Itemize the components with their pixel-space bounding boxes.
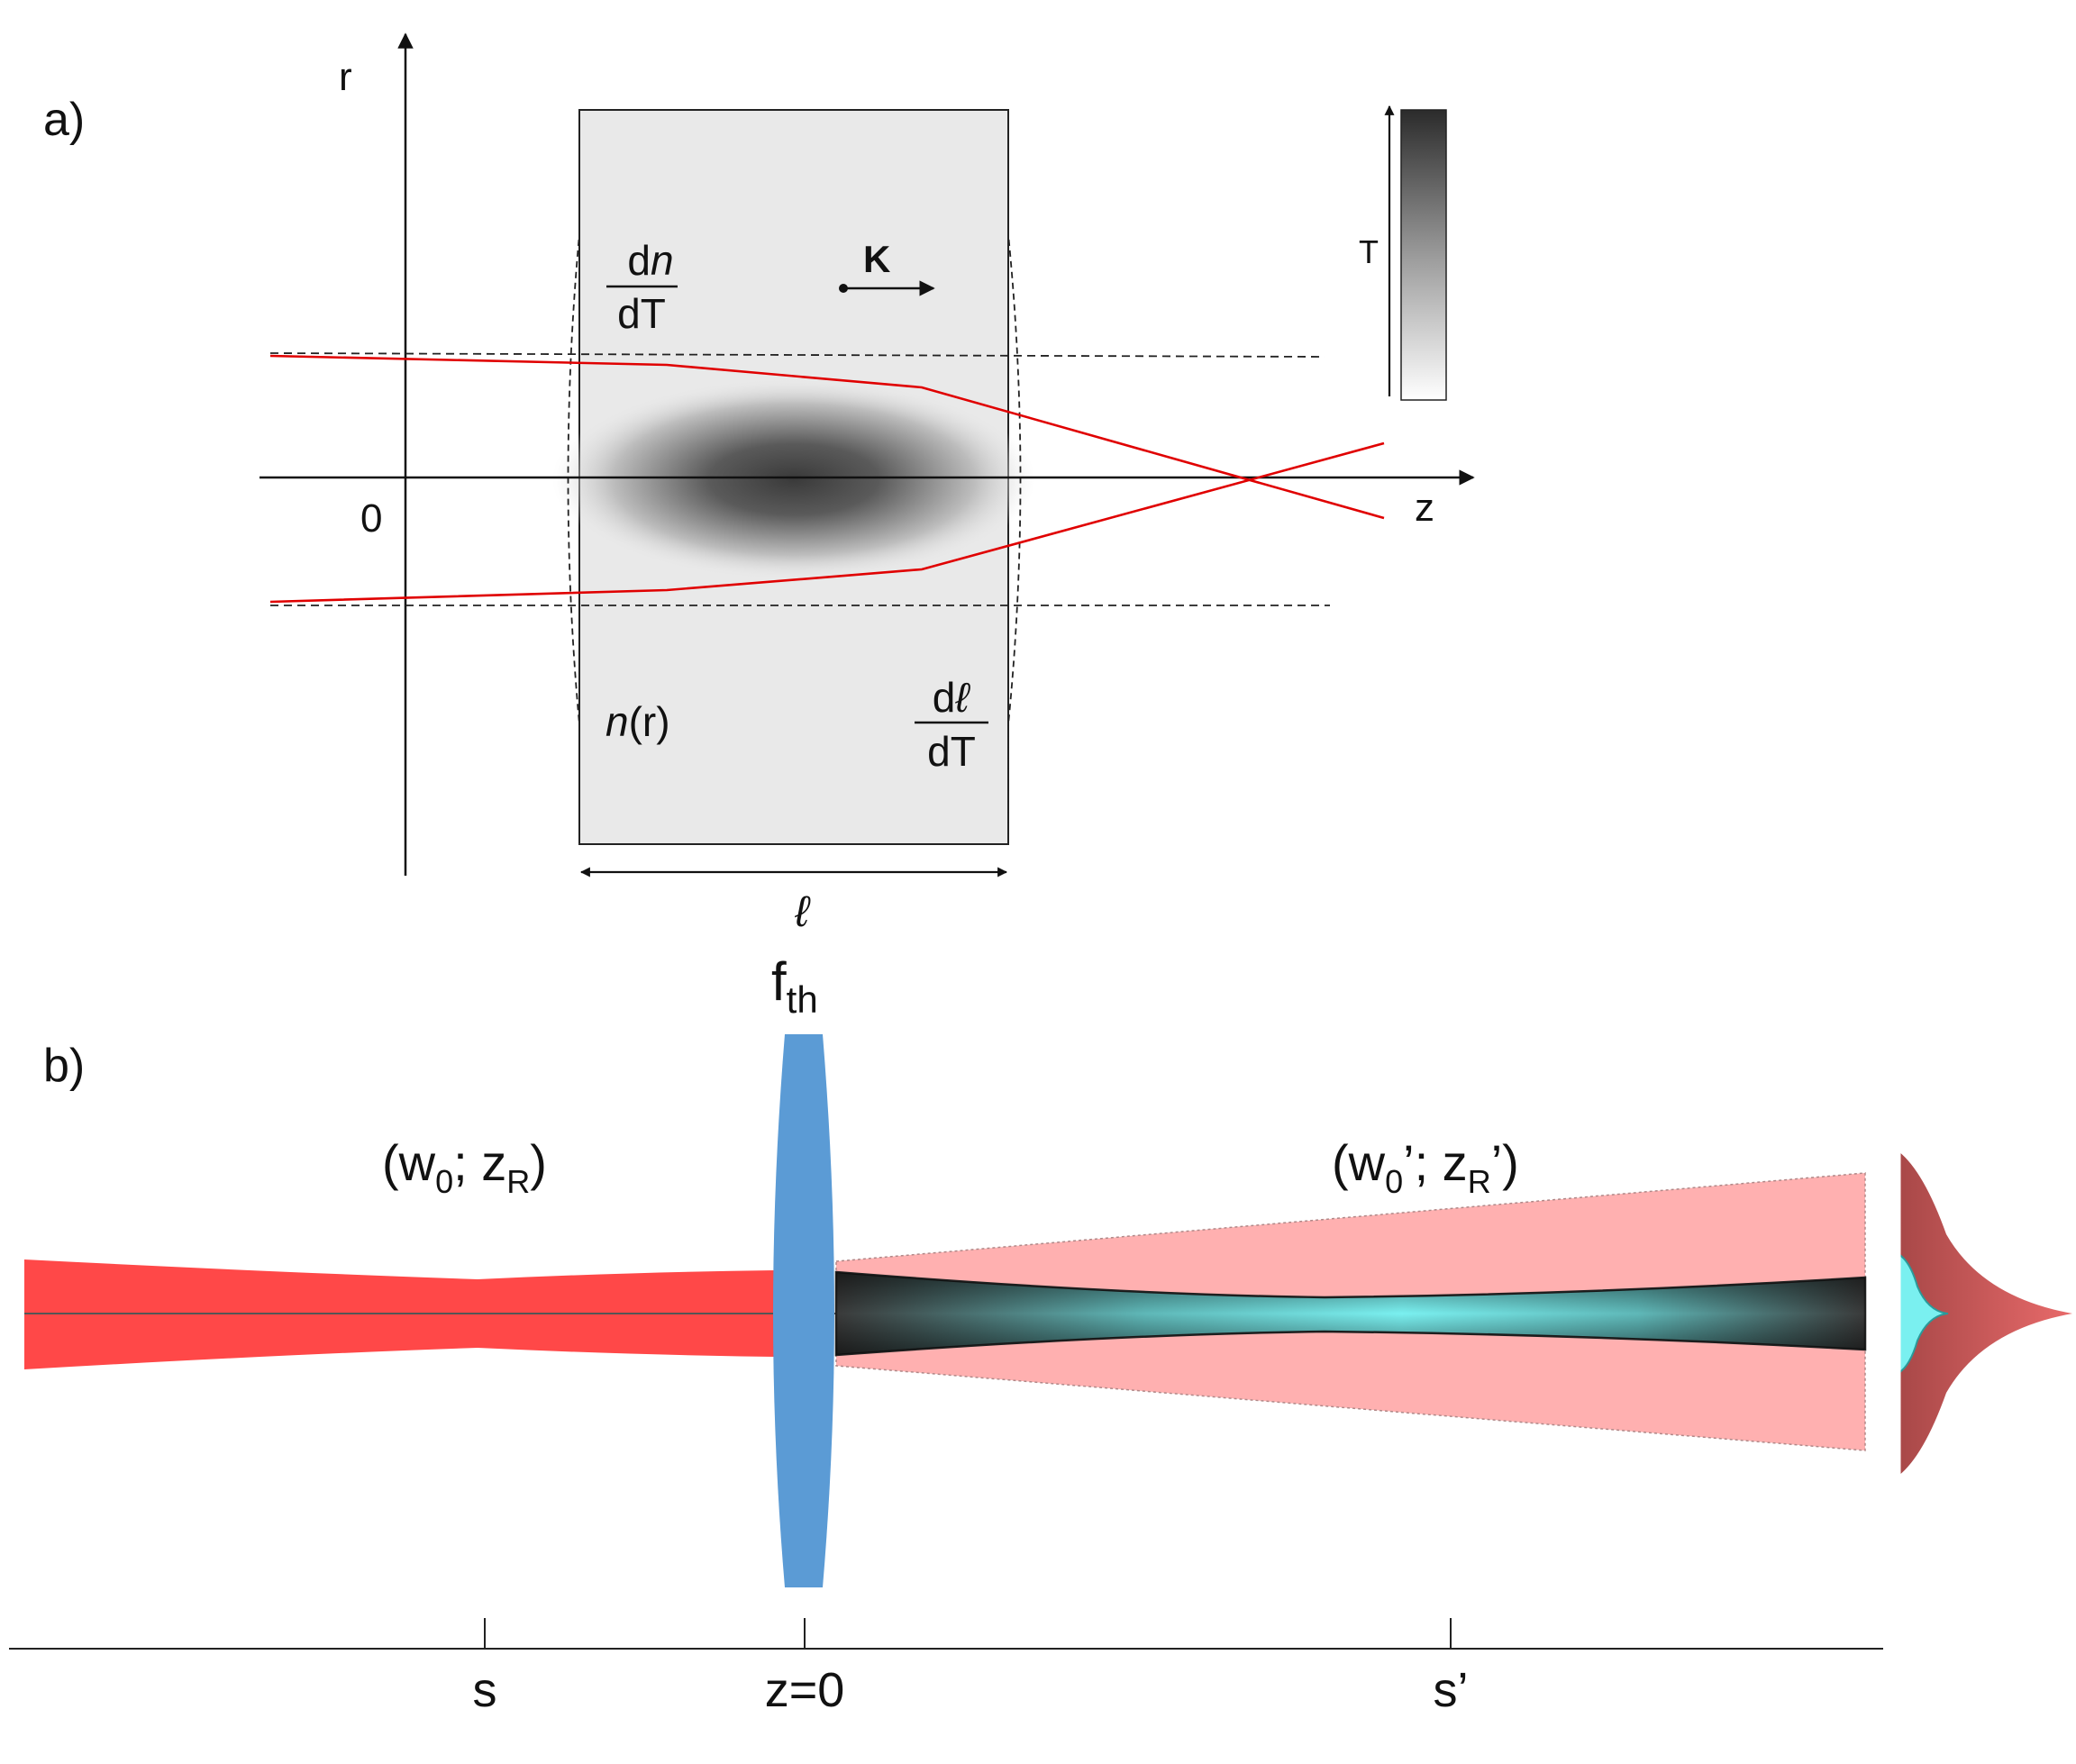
panel-a-label: a) (43, 94, 85, 146)
thermal-lens (773, 1034, 834, 1587)
dl-denominator: dT (927, 728, 976, 775)
out-subR: R (1468, 1163, 1491, 1200)
length-label: ℓ (794, 888, 811, 936)
in-open: (w (382, 1134, 436, 1191)
heat-distribution (552, 378, 1035, 580)
output-beam-params: (w0’; zR’) (1332, 1134, 1519, 1200)
dn-denominator: dT (617, 290, 666, 337)
in-mid: ; z (453, 1134, 506, 1191)
z-axis-label: z (1415, 486, 1434, 530)
origin-label: 0 (360, 496, 382, 541)
dl-dT-label: dℓ dT (915, 674, 988, 775)
focused-beam-shading (836, 1272, 1865, 1355)
output-gaussian-profile (1898, 1151, 2072, 1476)
out-open: (w (1332, 1134, 1386, 1191)
in-close: ) (530, 1134, 547, 1191)
lens-sub: th (787, 978, 818, 1021)
temperature-scale (1400, 109, 1447, 401)
dn-d: d (627, 237, 651, 284)
panel-a: a) r z 0 dn dT K n(r) (43, 32, 1475, 936)
k-vector-label: K (863, 238, 890, 280)
panel-b: b) fth (w0; zR) (w0’; zR’) s z=0 s’ (9, 951, 2072, 1717)
temperature-label: T (1359, 233, 1379, 270)
input-beam-params: (w0; zR) (382, 1134, 547, 1200)
svg-text:dn: dn (627, 237, 673, 284)
r-axis-label: r (339, 55, 352, 99)
lens-label: fth (771, 951, 818, 1021)
tick-label-z0: z=0 (765, 1663, 845, 1717)
dn-n: n (651, 237, 674, 284)
out-close: ’) (1491, 1134, 1519, 1191)
tick-label-s: s (473, 1663, 497, 1717)
panel-b-label: b) (43, 1040, 85, 1092)
svg-text:dℓ: dℓ (933, 674, 971, 721)
in-sub0: 0 (435, 1163, 453, 1200)
ray-top (269, 354, 1385, 520)
lens-f: f (771, 951, 787, 1012)
output-focused-profile (1898, 1252, 1949, 1375)
dl-d: d (933, 674, 956, 721)
dn-dT-label: dn dT (606, 237, 678, 337)
refractive-index-label: n(r) (606, 698, 670, 745)
right-face-bulge (1007, 110, 1022, 844)
dl-ell: ℓ (954, 674, 970, 721)
out-prime1: ’; z (1403, 1134, 1468, 1191)
tick-label-s-prime: s’ (1434, 1663, 1469, 1717)
left-face-bulge (567, 110, 580, 844)
n-arg: (r) (629, 698, 670, 745)
ray-bottom (269, 441, 1385, 604)
n-var: n (606, 698, 629, 745)
unperturbed-beam-top (269, 352, 1325, 358)
in-subR: R (506, 1163, 530, 1200)
out-sub0: 0 (1385, 1163, 1403, 1200)
